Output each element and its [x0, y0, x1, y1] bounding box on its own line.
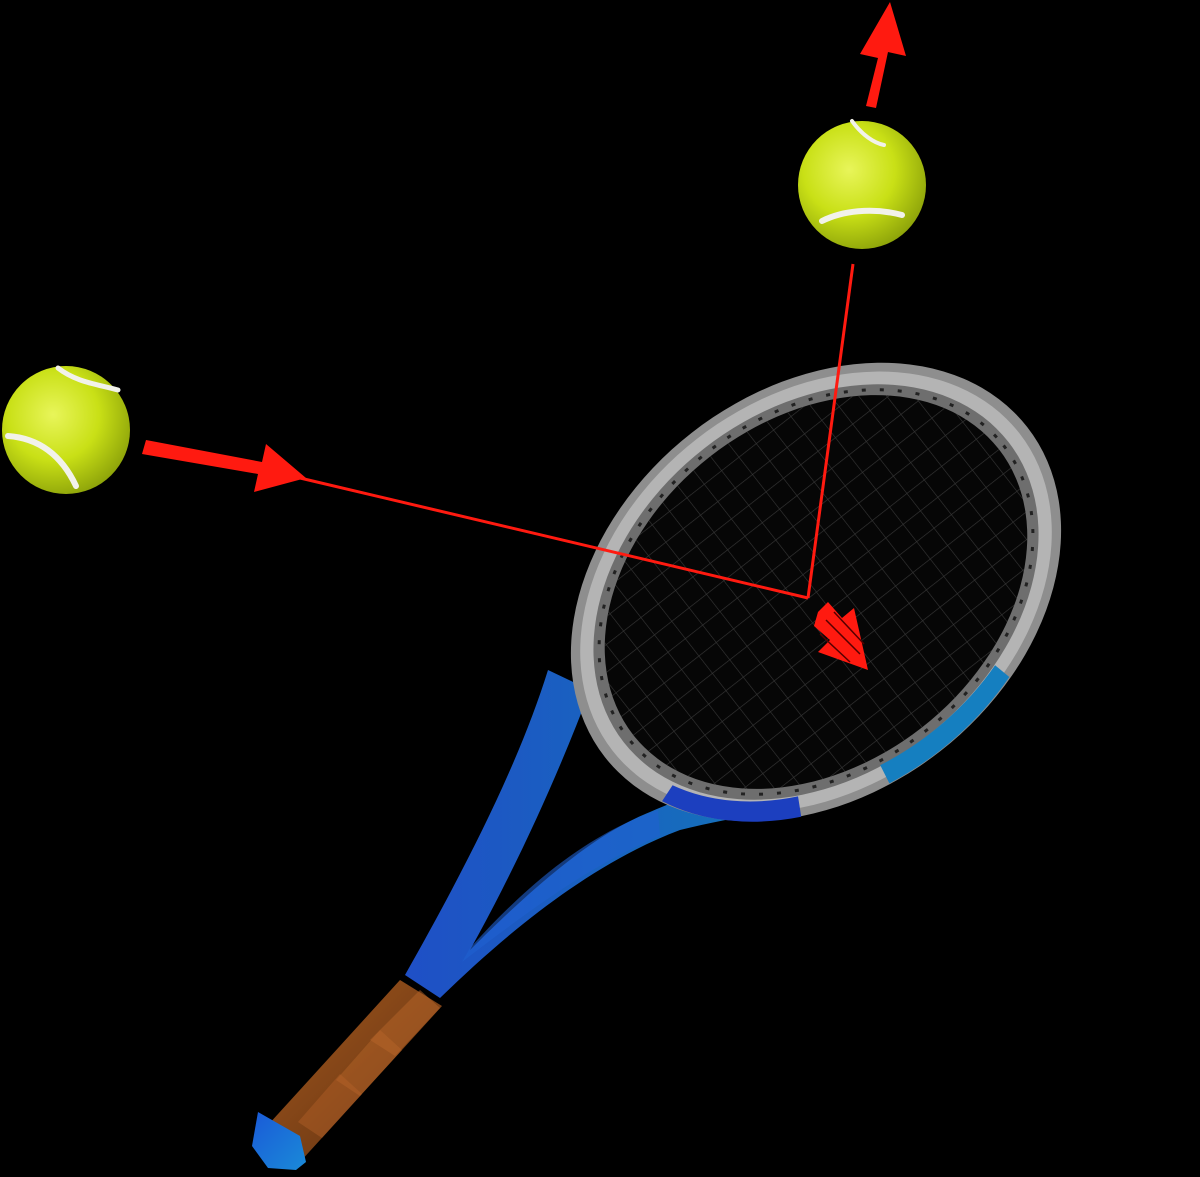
tennis-ball-icon [798, 119, 926, 249]
incoming-path-line [299, 476, 809, 600]
arrow-right-icon [142, 440, 306, 492]
tennis-ball-icon [2, 365, 130, 494]
racket-butt-cap [252, 1112, 306, 1170]
racket-head [527, 313, 1105, 871]
arrow-down-right-icon [814, 602, 868, 670]
arrow-up-icon [860, 2, 906, 108]
racket-throat [405, 670, 838, 998]
tennis-racket-icon [252, 313, 1105, 1170]
outgoing-path-line [806, 263, 855, 599]
racket-grip [258, 980, 442, 1162]
ball-trajectory [299, 263, 855, 600]
